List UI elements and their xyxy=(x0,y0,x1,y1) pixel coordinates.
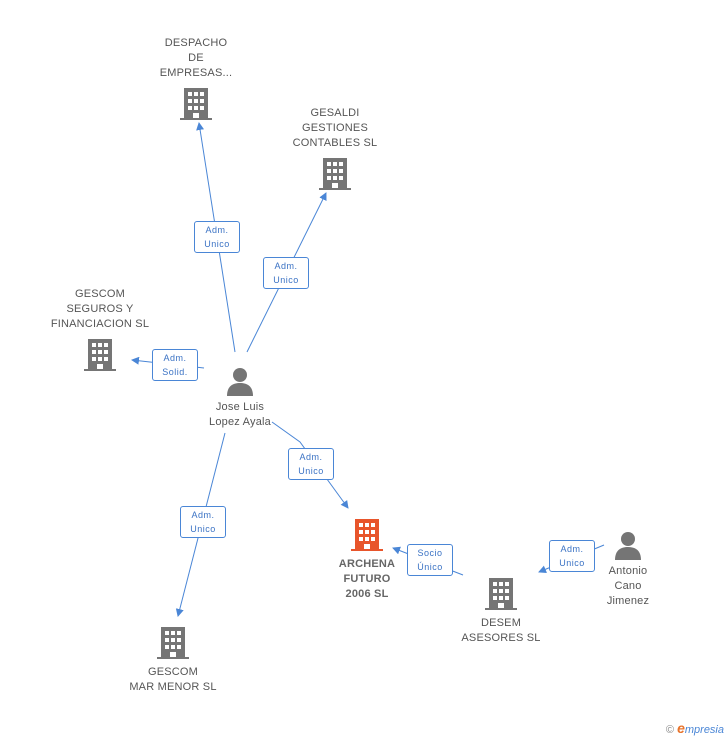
building-icon xyxy=(351,519,383,551)
node-label: Jose Luis Lopez Ayala xyxy=(209,401,271,428)
node-antonio-cano-jimenez[interactable]: Antonio Cano Jimenez xyxy=(592,530,664,609)
building-icon xyxy=(485,578,517,610)
empresia-logo-text: mpresia xyxy=(684,724,724,736)
edge-label-adm-unico[interactable]: Adm. Unico xyxy=(180,506,226,538)
brand-footer: © empresia xyxy=(666,720,724,736)
edge-label-adm-unico[interactable]: Adm. Unico xyxy=(549,540,595,572)
node-label: GESCOM SEGUROS Y FINANCIACION SL xyxy=(50,288,150,330)
copyright-symbol: © xyxy=(665,724,675,736)
node-label: Antonio Cano Jimenez xyxy=(606,565,650,607)
node-label: DESPACHO DE EMPRESAS... xyxy=(159,37,233,79)
edge-label-socio-unico[interactable]: Socio Único xyxy=(407,544,453,576)
node-desem-asesores[interactable]: DESEM ASESORES SL xyxy=(452,577,550,646)
person-icon xyxy=(615,532,641,560)
edge-label-adm-solid[interactable]: Adm. Solid. xyxy=(152,349,198,381)
node-label: ARCHENA FUTURO 2006 SL xyxy=(338,558,396,600)
building-icon xyxy=(157,627,189,659)
empresia-logo-initial: e xyxy=(677,720,685,736)
node-gescom-seguros[interactable]: GESCOM SEGUROS Y FINANCIACION SL xyxy=(44,287,156,372)
edge-jose-archena xyxy=(271,421,349,509)
node-label: GESALDI GESTIONES CONTABLES SL xyxy=(292,107,378,149)
node-jose-luis-lopez-ayala[interactable]: Jose Luis Lopez Ayala xyxy=(195,366,285,430)
node-archena-futuro[interactable]: ARCHENA FUTURO 2006 SL xyxy=(328,518,406,602)
building-icon xyxy=(84,339,116,371)
edge-label-adm-unico[interactable]: Adm. Unico xyxy=(288,448,334,480)
building-icon xyxy=(319,158,351,190)
edge-label-adm-unico[interactable]: Adm. Unico xyxy=(194,221,240,253)
edge-label-adm-unico[interactable]: Adm. Unico xyxy=(263,257,309,289)
person-icon xyxy=(227,368,253,396)
node-gesaldi[interactable]: GESALDI GESTIONES CONTABLES SL xyxy=(280,106,390,191)
node-label: GESCOM MAR MENOR SL xyxy=(129,666,217,693)
node-gescom-mar-menor[interactable]: GESCOM MAR MENOR SL xyxy=(118,626,228,695)
building-icon xyxy=(180,88,212,120)
node-despacho[interactable]: DESPACHO DE EMPRESAS... xyxy=(146,36,246,121)
node-label: DESEM ASESORES SL xyxy=(461,617,541,644)
